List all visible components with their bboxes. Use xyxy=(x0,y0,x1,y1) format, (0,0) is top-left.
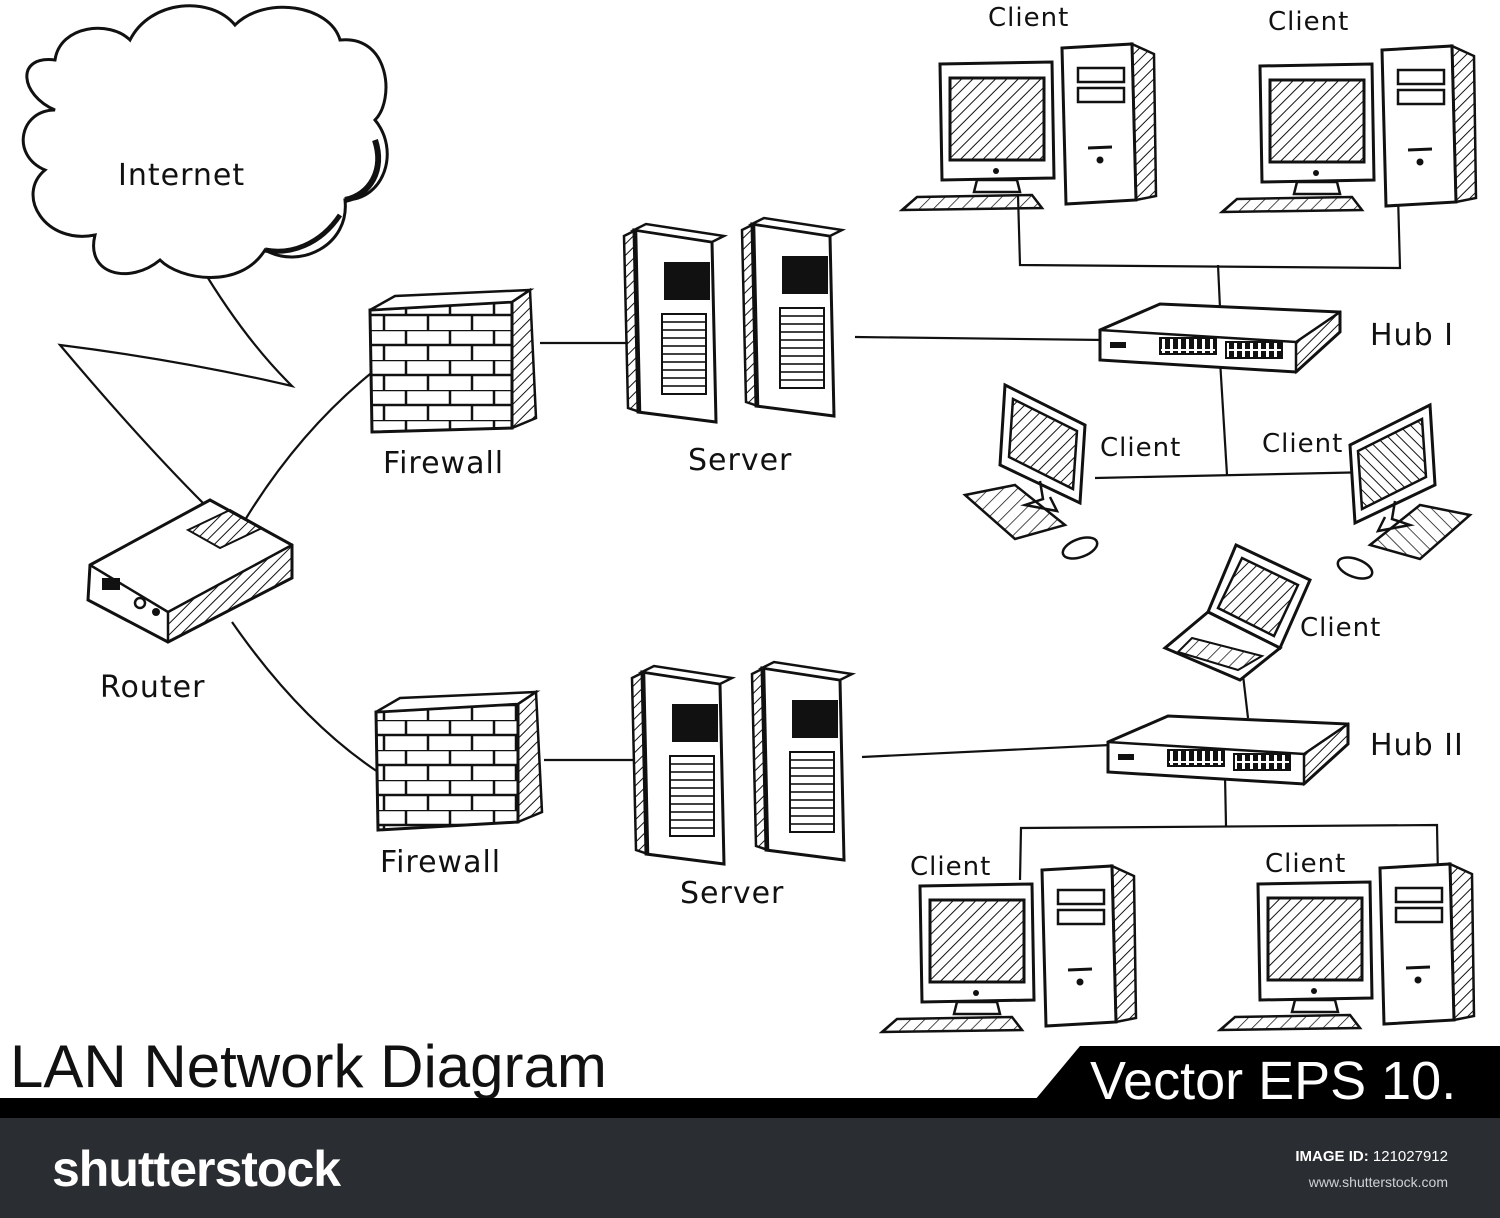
diagram-title: LAN Network Diagram xyxy=(10,1033,607,1100)
site-url: www.shutterstock.com xyxy=(1308,1174,1448,1190)
client-laptop: Client xyxy=(1162,542,1381,682)
footer-bar xyxy=(0,1118,1500,1218)
brand-logo: shutterstock xyxy=(52,1141,341,1197)
client-flat-2: Client xyxy=(1262,403,1472,585)
image-id-label: IMAGE ID: xyxy=(1295,1148,1369,1165)
firewall-bottom: Firewall xyxy=(374,689,544,880)
client-desktop-4: Client xyxy=(1218,849,1476,1032)
server-top-label: Server xyxy=(688,443,792,478)
hub-1: Hub I xyxy=(1098,302,1454,374)
client-flat-1: Client xyxy=(963,383,1181,565)
divider-band xyxy=(0,1098,1500,1118)
image-id-value: 121027912 xyxy=(1372,1148,1448,1165)
server-bottom-label: Server xyxy=(680,876,784,911)
client-label: Client xyxy=(1300,613,1381,643)
hub-1-label: Hub I xyxy=(1370,318,1454,353)
internet-label: Internet xyxy=(118,158,245,193)
client-label: Client xyxy=(1100,433,1181,463)
server-top: Server xyxy=(622,216,844,478)
diagram-subtitle: Vector EPS 10. xyxy=(1090,1051,1457,1111)
firewall-top-label: Firewall xyxy=(383,446,504,481)
client-label: Client xyxy=(1268,7,1349,37)
server-bottom: Server xyxy=(630,660,854,911)
firewall-top: Firewall xyxy=(368,287,538,481)
image-id: IMAGE ID: 121027912 xyxy=(1295,1148,1448,1165)
hub-2-label: Hub II xyxy=(1370,728,1464,763)
client-label: Client xyxy=(910,852,991,882)
title-tab xyxy=(1030,1046,1500,1106)
connection-lines xyxy=(57,194,1440,881)
client-desktop-1: Client xyxy=(900,3,1158,212)
client-label: Client xyxy=(1265,849,1346,879)
client-label: Client xyxy=(1262,429,1343,459)
firewall-bottom-label: Firewall xyxy=(380,845,501,880)
hub-2: Hub II xyxy=(1106,714,1464,786)
client-label: Client xyxy=(988,3,1069,33)
internet-cloud: Internet xyxy=(21,4,389,279)
client-desktop-3: Client xyxy=(880,852,1138,1034)
router-label: Router xyxy=(100,670,205,705)
client-desktop-2: Client xyxy=(1220,7,1478,214)
network-diagram: Internet Router Firewall Firewall Server… xyxy=(21,3,1478,1034)
router: Router xyxy=(86,498,294,705)
